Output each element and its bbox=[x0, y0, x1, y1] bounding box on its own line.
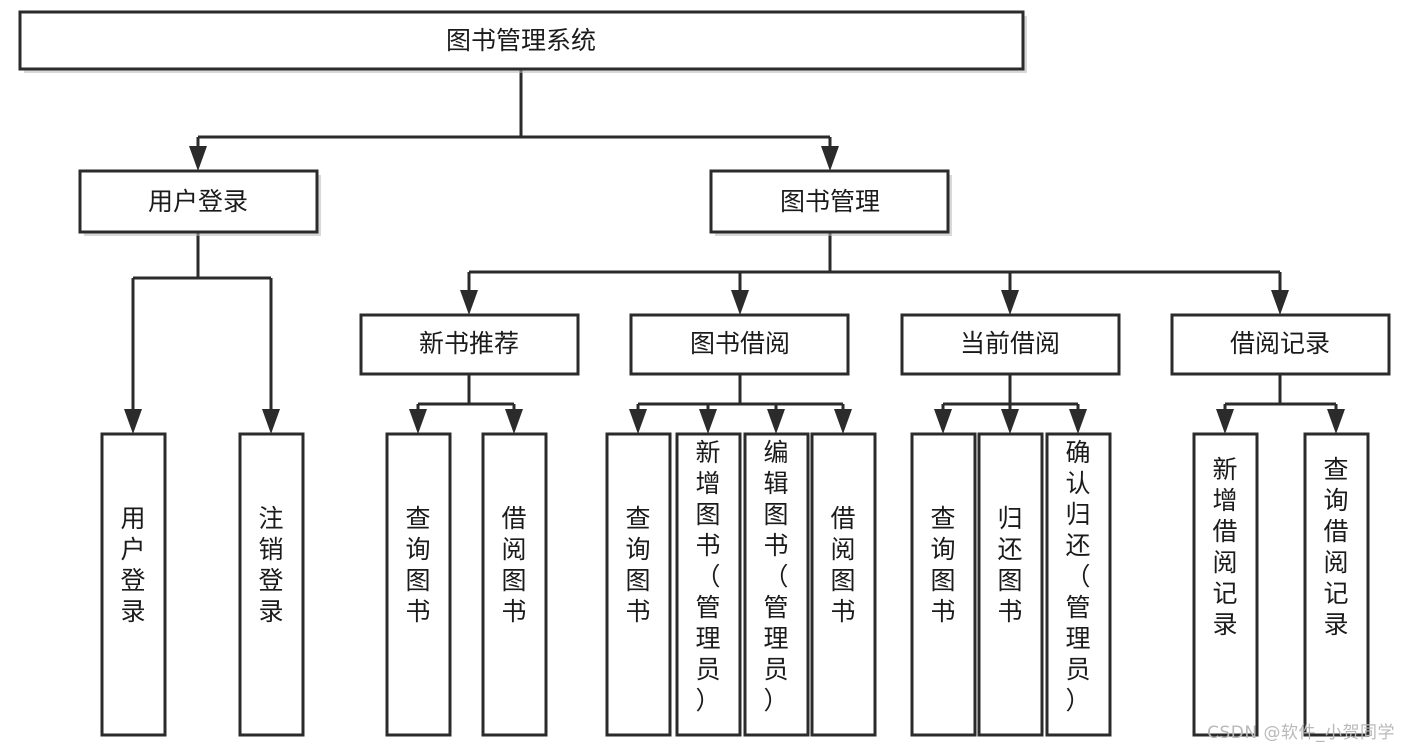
leaf-return-book-box[interactable] bbox=[977, 432, 1044, 737]
node-leaf-borrow-book-1[interactable]: 借阅图书 bbox=[481, 432, 548, 737]
arrowhead-current-borrow-to-leaf-confirm-return bbox=[1069, 409, 1087, 434]
arrowhead-book-manage-to-book-borrow bbox=[731, 290, 749, 315]
leaf-logout-box[interactable] bbox=[238, 432, 305, 737]
borrow-record-label: 借阅记录 bbox=[1230, 329, 1330, 358]
arrowhead-book-manage-to-borrow-record bbox=[1271, 290, 1289, 315]
book-borrow-box[interactable] bbox=[629, 313, 850, 376]
edge-root-trunk bbox=[196, 69, 832, 158]
leaf-borrow-book-1-box[interactable] bbox=[481, 432, 548, 737]
arrowhead-current-borrow-to-leaf-query-book bbox=[934, 409, 952, 434]
node-book-manage[interactable]: 图书管理 bbox=[709, 169, 952, 236]
leaf-return-book-label: 归还图书 bbox=[997, 504, 1022, 626]
leaf-add-record-label: 新增借阅记录 bbox=[1212, 455, 1237, 639]
node-leaf-query-book-2[interactable]: 查询图书 bbox=[605, 432, 672, 737]
leaf-query-book-2-label: 查询图书 bbox=[625, 504, 650, 626]
new-book-rec-box[interactable] bbox=[359, 313, 580, 376]
arrowhead-borrow-record-to-leaf-query-record bbox=[1327, 409, 1345, 434]
leaf-query-book-3-box[interactable] bbox=[910, 432, 977, 737]
node-leaf-query-record[interactable]: 查询借阅记录 bbox=[1303, 432, 1370, 737]
leaf-edit-book-label: 编辑图书（管理员） bbox=[763, 438, 788, 715]
current-borrow-label: 当前借阅 bbox=[960, 329, 1060, 358]
new-book-rec-label: 新书推荐 bbox=[419, 329, 519, 358]
node-root[interactable]: 图书管理系统 bbox=[18, 10, 1027, 73]
arrowhead-borrow-record-to-leaf-add-record bbox=[1216, 409, 1234, 434]
arrowhead-book-borrow-to-leaf-query-book bbox=[629, 409, 647, 434]
current-borrow-box[interactable] bbox=[900, 313, 1121, 376]
leaf-add-book-box[interactable] bbox=[675, 432, 742, 737]
edge-book-borrow-trunk bbox=[636, 374, 845, 421]
leaf-query-book-3-label: 查询图书 bbox=[930, 504, 955, 626]
arrowhead-new-book-rec-to-leaf-query-book bbox=[409, 409, 427, 434]
leaf-user-login-box[interactable] bbox=[100, 432, 167, 737]
book-borrow-label: 图书借阅 bbox=[690, 329, 790, 358]
edge-new-book-rec-trunk bbox=[416, 374, 516, 421]
leaf-query-book-1-label: 查询图书 bbox=[405, 504, 430, 626]
leaf-borrow-book-2-box[interactable] bbox=[810, 432, 877, 737]
arrowhead-book-manage-to-current-borrow bbox=[1001, 290, 1019, 315]
node-leaf-user-login[interactable]: 用户登录 bbox=[100, 432, 167, 737]
book-manage-label: 图书管理 bbox=[780, 187, 880, 216]
arrowhead-user-login-to-leaf-user-login bbox=[124, 409, 142, 434]
node-leaf-query-book-3[interactable]: 查询图书 bbox=[910, 432, 977, 737]
node-current-borrow[interactable]: 当前借阅 bbox=[900, 313, 1121, 376]
borrow-record-box[interactable] bbox=[1170, 313, 1391, 376]
leaf-borrow-book-2-label: 借阅图书 bbox=[830, 504, 855, 626]
node-leaf-borrow-book-2[interactable]: 借阅图书 bbox=[810, 432, 877, 737]
book-manage-box[interactable] bbox=[709, 169, 950, 234]
leaf-user-login-label: 用户登录 bbox=[120, 504, 145, 626]
node-book-borrow[interactable]: 图书借阅 bbox=[629, 313, 850, 376]
edge-user-login-trunk bbox=[131, 232, 273, 421]
arrowhead-user-login-to-leaf-logout bbox=[262, 409, 280, 434]
root-box[interactable] bbox=[18, 10, 1025, 71]
edge-borrow-record-trunk bbox=[1223, 374, 1338, 421]
leaf-logout-label: 注销登录 bbox=[258, 504, 283, 626]
node-leaf-logout[interactable]: 注销登录 bbox=[238, 432, 305, 737]
node-leaf-add-record[interactable]: 新增借阅记录 bbox=[1192, 432, 1259, 737]
arrowhead-book-borrow-to-leaf-borrow-book bbox=[834, 409, 852, 434]
arrowhead-book-borrow-to-leaf-edit-book bbox=[767, 409, 785, 434]
leaf-borrow-book-1-label: 借阅图书 bbox=[501, 504, 526, 626]
leaf-query-record-box[interactable] bbox=[1303, 432, 1370, 737]
node-user-login[interactable]: 用户登录 bbox=[78, 169, 321, 236]
node-leaf-return-book[interactable]: 归还图书 bbox=[977, 432, 1044, 737]
leaf-add-record-box[interactable] bbox=[1192, 432, 1259, 737]
node-borrow-record[interactable]: 借阅记录 bbox=[1170, 313, 1391, 376]
leaf-query-book-2-box[interactable] bbox=[605, 432, 672, 737]
leaf-confirm-return-label: 确认归还（管理员） bbox=[1065, 438, 1090, 715]
node-new-book-rec[interactable]: 新书推荐 bbox=[359, 313, 580, 376]
arrowhead-book-manage-to-new-book-rec bbox=[460, 290, 478, 315]
leaf-confirm-return-box[interactable] bbox=[1045, 432, 1112, 737]
edge-book-manage-trunk bbox=[467, 232, 1282, 302]
leaf-add-book-label: 新增图书（管理员） bbox=[695, 438, 720, 715]
arrowhead-root-to-book-manage bbox=[821, 146, 839, 171]
arrowhead-current-borrow-to-leaf-return-book bbox=[1001, 409, 1019, 434]
arrowhead-book-borrow-to-leaf-add-book bbox=[699, 409, 717, 434]
node-leaf-add-book[interactable]: 新增图书（管理员） bbox=[675, 432, 742, 737]
arrowhead-new-book-rec-to-leaf-borrow-book bbox=[505, 409, 523, 434]
root-label: 图书管理系统 bbox=[446, 26, 596, 55]
leaf-query-book-1-box[interactable] bbox=[385, 432, 452, 737]
arrowhead-root-to-user-login bbox=[189, 146, 207, 171]
user-login-box[interactable] bbox=[78, 169, 319, 234]
leaf-edit-book-box[interactable] bbox=[743, 432, 810, 737]
node-leaf-edit-book[interactable]: 编辑图书（管理员） bbox=[743, 432, 810, 737]
node-leaf-confirm-return[interactable]: 确认归还（管理员） bbox=[1045, 432, 1112, 737]
leaf-query-record-label: 查询借阅记录 bbox=[1323, 455, 1348, 639]
connector-layer bbox=[124, 69, 1345, 434]
node-leaf-query-book-1[interactable]: 查询图书 bbox=[385, 432, 452, 737]
user-login-label: 用户登录 bbox=[148, 187, 248, 216]
